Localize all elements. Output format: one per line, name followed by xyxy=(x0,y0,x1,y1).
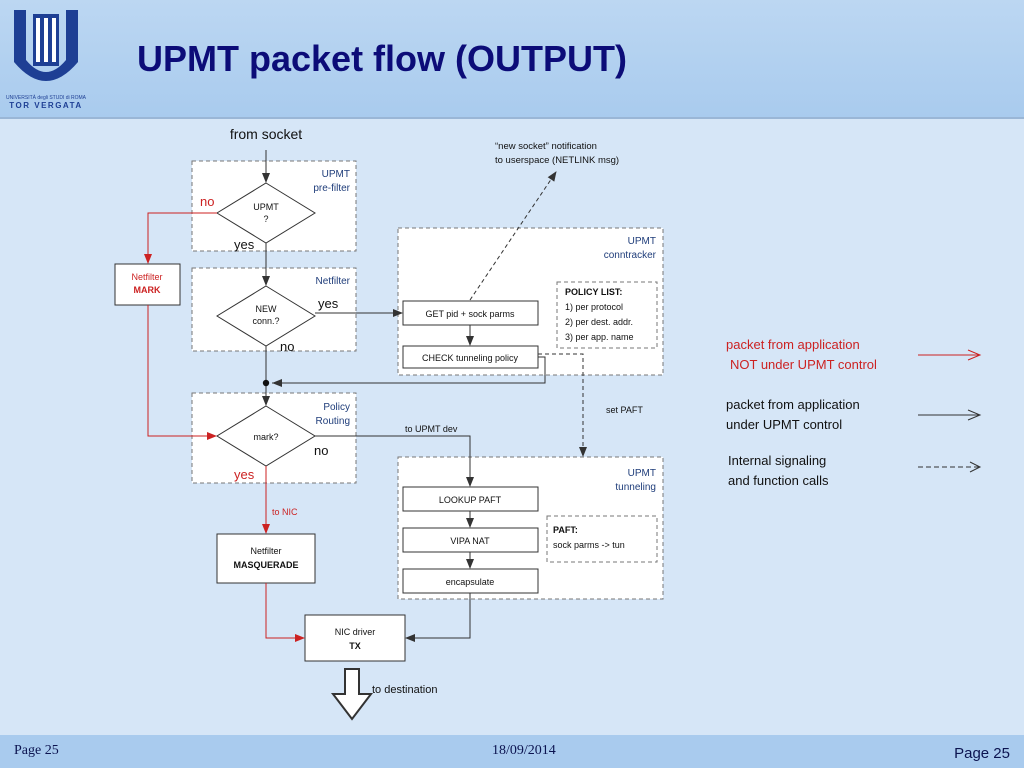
logo-emblem-icon xyxy=(14,10,78,81)
prefilter-label-line1: UPMT xyxy=(322,169,350,180)
nic-driver-box xyxy=(304,614,406,662)
to-upmt-dev-label: to UPMT dev xyxy=(405,424,458,434)
policy-item-2: 2) per dest. addr. xyxy=(565,317,633,327)
legend: packet from application NOT under UPMT c… xyxy=(726,337,982,488)
university-logo: UNIVERSITÀ degli STUDI di ROMA TOR VERGA… xyxy=(6,10,87,110)
vipa-nat-label: VIPA NAT xyxy=(450,536,490,546)
notification-line1: “new socket” notification xyxy=(495,141,597,152)
title-bar xyxy=(0,0,1024,117)
no-label-mark: no xyxy=(314,443,328,458)
legend-dashed-line1: Internal signaling xyxy=(728,453,826,468)
notification-line2: to userspace (NETLINK msg) xyxy=(495,155,619,166)
nic-driver-line2: TX xyxy=(349,641,361,651)
get-pid-label: GET pid + sock parms xyxy=(425,309,515,319)
yes-label-mark: yes xyxy=(234,467,255,482)
policy-list-title: POLICY LIST: xyxy=(565,287,622,297)
mark-decision-label: mark? xyxy=(253,432,278,442)
conntracker-label-line1: UPMT xyxy=(628,236,656,247)
paft-desc: sock parms -> tun xyxy=(553,540,625,550)
from-socket-label: from socket xyxy=(230,126,302,142)
paft-box xyxy=(546,515,658,563)
netfilter-mark-box xyxy=(114,263,181,306)
no-label-upmt: no xyxy=(200,194,214,209)
footer-page-right: Page 25 xyxy=(954,745,1010,762)
encapsulate-box xyxy=(402,568,539,594)
to-destination-arrow-icon xyxy=(330,668,374,721)
upmt-decision-line1: UPMT xyxy=(253,202,279,212)
yes-label-upmt: yes xyxy=(234,237,255,252)
prefilter-label-line2: pre-filter xyxy=(313,183,350,194)
tunneling-label-line1: UPMT xyxy=(628,468,656,479)
page-title: UPMT packet flow (OUTPUT) xyxy=(137,38,628,79)
conntracker-label-line2: conntracker xyxy=(604,250,657,261)
policy-list-box xyxy=(556,281,658,349)
masquerade-line2: MASQUERADE xyxy=(233,560,298,570)
footer-page-left: Page 25 xyxy=(14,743,59,758)
netfilter-mark-line2: MARK xyxy=(134,285,161,295)
merge-junction xyxy=(262,379,270,387)
vipa-nat-box xyxy=(402,527,539,553)
lookup-paft-label: LOOKUP PAFT xyxy=(439,495,502,505)
nic-driver-line1: NIC driver xyxy=(335,627,376,637)
policy-item-3: 3) per app. name xyxy=(565,332,634,342)
logo-line1: UNIVERSITÀ degli STUDI di ROMA xyxy=(6,94,87,101)
set-paft-label: set PAFT xyxy=(606,405,643,415)
legend-black-line2: under UPMT control xyxy=(726,417,842,432)
legend-black-arrowhead xyxy=(967,409,982,421)
legend-red-line2: NOT under UPMT control xyxy=(730,357,877,372)
yes-label-new-conn: yes xyxy=(318,296,339,311)
footer-date: 18/09/2014 xyxy=(492,743,556,758)
masquerade-box xyxy=(216,533,316,584)
policy-routing-label-line1: Policy xyxy=(323,402,350,413)
legend-dashed-line2: and function calls xyxy=(728,473,829,488)
policy-routing-label-line2: Routing xyxy=(316,416,350,427)
netfilter-mark-line1: Netfilter xyxy=(131,272,162,282)
legend-red-line1: packet from application xyxy=(726,337,860,352)
new-conn-line1: NEW xyxy=(256,304,278,314)
upmt-decision-line2: ? xyxy=(263,214,268,224)
policy-item-1: 1) per protocol xyxy=(565,302,623,312)
merge-arrowhead xyxy=(272,379,282,387)
paft-title: PAFT: xyxy=(553,525,578,535)
legend-dashed-arrowhead xyxy=(969,461,982,473)
footer: Page 25 18/09/2014 Page 25 xyxy=(0,735,1024,768)
flow-diagram: from socket “new socket” notification to… xyxy=(114,126,982,721)
to-nic-label: to NIC xyxy=(272,507,298,517)
content-area xyxy=(0,117,1024,737)
netfilter-label: Netfilter xyxy=(316,276,351,287)
logo-line2: TOR VERGATA xyxy=(9,101,82,110)
get-pid-box xyxy=(402,300,539,326)
legend-red-arrowhead xyxy=(967,349,982,361)
lookup-paft-box xyxy=(402,486,539,512)
check-policy-label: CHECK tunneling policy xyxy=(422,353,519,363)
encapsulate-label: encapsulate xyxy=(446,577,495,587)
to-destination-label: to destination xyxy=(372,684,437,696)
new-conn-line2: conn.? xyxy=(252,316,279,326)
tunneling-label-line2: tunneling xyxy=(615,482,656,493)
legend-black-line1: packet from application xyxy=(726,397,860,412)
masquerade-line1: Netfilter xyxy=(250,546,281,556)
no-label-new-conn: no xyxy=(280,339,294,354)
